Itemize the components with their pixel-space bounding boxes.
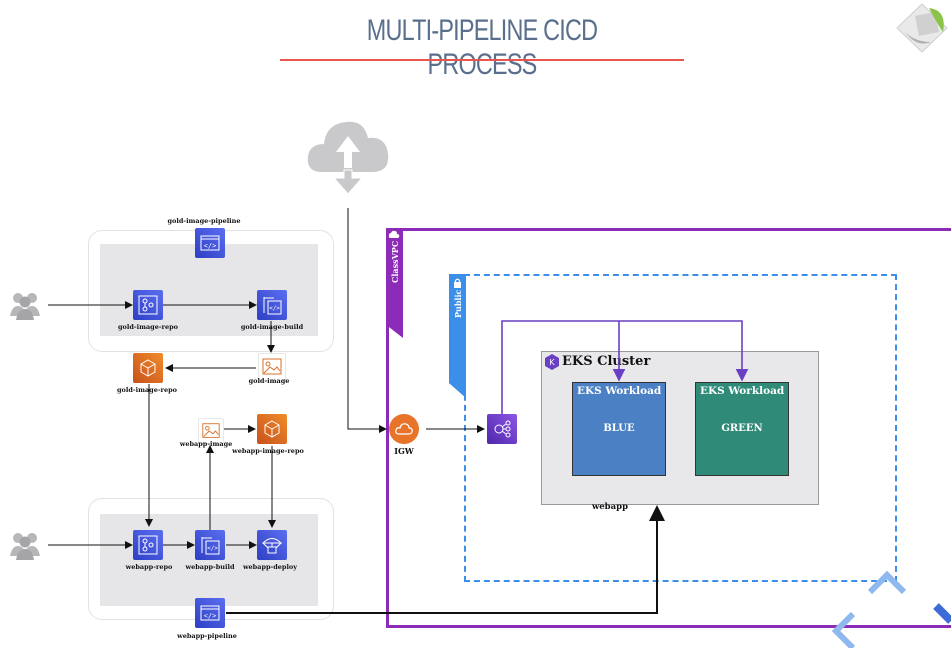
page-title: MULTI-PIPELINE CICD PROCESS: [366, 14, 598, 81]
public-subnet: [464, 274, 897, 582]
green-workload-name: GREEN: [721, 423, 763, 434]
codecommit-icon[interactable]: [133, 290, 163, 320]
codepipeline-icon[interactable]: </>: [195, 598, 225, 628]
eks-cluster-label: EKS Cluster: [562, 354, 651, 369]
codepipeline-icon[interactable]: </>: [195, 228, 225, 258]
eks-icon: K: [545, 354, 559, 370]
vpc-box: [386, 228, 951, 628]
blue-workload[interactable]: EKS Workload BLUE: [572, 382, 666, 476]
gold-pipeline-label: gold-image-pipeline: [167, 217, 241, 225]
webapp-deploy-label: webapp-deploy: [242, 563, 298, 571]
users-icon: [10, 533, 40, 560]
gold-image-repo-label: gold-image-repo: [117, 386, 177, 394]
internet-gateway-icon[interactable]: [389, 414, 419, 444]
codecommit-icon[interactable]: [133, 530, 163, 560]
codebuild-icon[interactable]: </>: [257, 290, 287, 320]
lock-icon: [454, 278, 461, 288]
cloud-upload-icon: [307, 121, 389, 195]
ecr-icon[interactable]: [133, 353, 163, 383]
svg-text:</>: </>: [207, 545, 218, 552]
webapp-pipeline-stage: [100, 514, 318, 606]
gold-image-label: gold-image: [248, 377, 290, 385]
vpc-tag: [386, 228, 403, 338]
svg-text:</>: </>: [204, 242, 217, 250]
image-icon: [198, 418, 224, 444]
webapp-build-label: webapp-build: [185, 563, 235, 571]
webapp-namespace-label: webapp: [591, 502, 629, 512]
users-icon: [10, 293, 40, 320]
subnet-tag: [449, 274, 466, 398]
svg-text:</>: </>: [204, 612, 217, 620]
svg-text:K: K: [549, 358, 555, 367]
gold-build-label: gold-image-build: [240, 323, 304, 331]
ecr-icon[interactable]: [257, 414, 287, 444]
codedeploy-icon[interactable]: [257, 530, 287, 560]
codebuild-icon[interactable]: </>: [195, 530, 225, 560]
green-workload[interactable]: EKS Workload GREEN: [695, 382, 789, 476]
svg-text:</>: </>: [269, 305, 280, 312]
igw-label: IGW: [394, 446, 414, 456]
load-balancer-icon[interactable]: [487, 414, 517, 444]
webapp-pipeline-label: webapp-pipeline: [177, 632, 237, 640]
title-underline: [280, 59, 684, 61]
green-workload-title: EKS Workload: [700, 385, 785, 397]
cloud-icon: [388, 230, 400, 238]
logo-icon: [896, 3, 948, 53]
webapp-image-repo-label: webapp-image-repo: [232, 447, 304, 455]
blue-workload-name: BLUE: [603, 423, 635, 434]
blue-workload-title: EKS Workload: [577, 385, 662, 397]
image-icon: [258, 353, 286, 381]
webapp-image-label: webapp-image: [179, 440, 233, 448]
gold-repo-label: gold-image-repo: [118, 323, 178, 331]
webapp-repo-label: webapp-repo: [125, 563, 173, 571]
